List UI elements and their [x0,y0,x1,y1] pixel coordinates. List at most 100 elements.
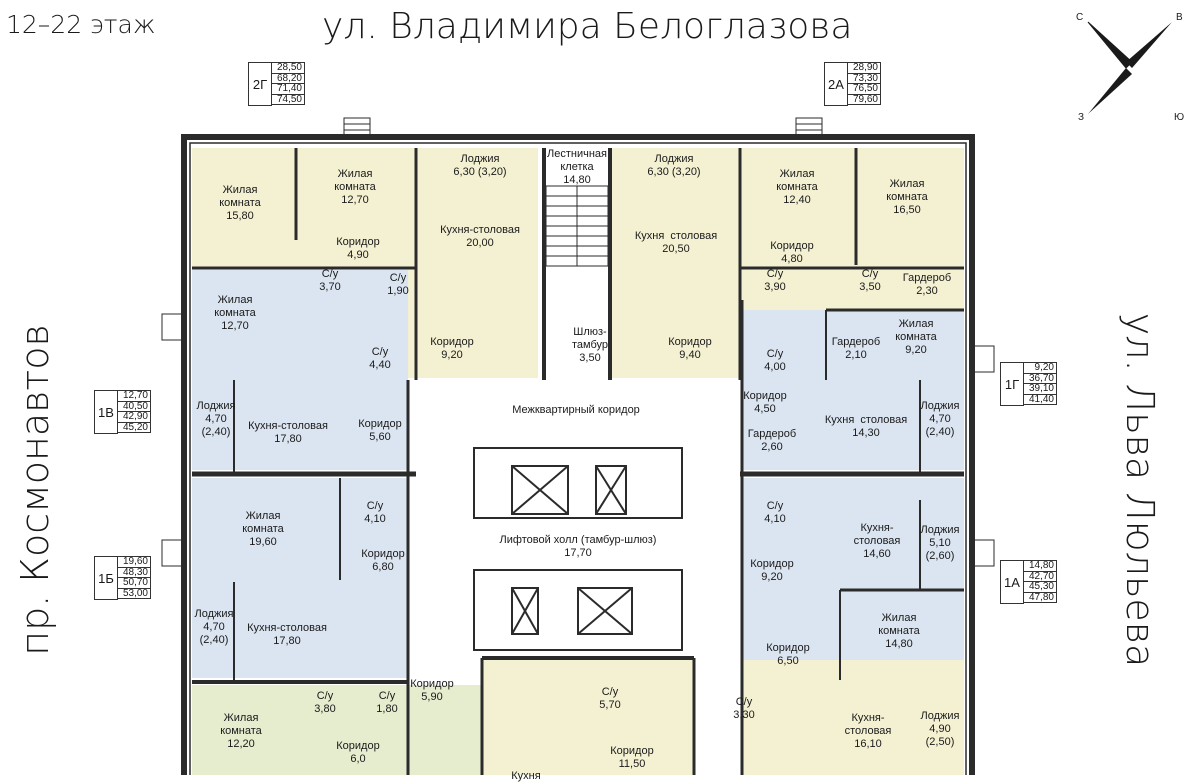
apartment-area: 45,20 [118,421,151,433]
facade-bays [161,117,995,567]
apartment-area: 48,30 [118,566,151,577]
room-name: Жилая комната [334,168,376,193]
compass-west: З [1078,112,1085,123]
zone-1v [192,270,408,470]
apartment-area: 42,90 [118,411,151,422]
room-name: Лоджия [920,400,960,412]
elevator-shafts [473,447,683,651]
floor-label: 12–22 этаж [6,10,156,39]
room-area: 4,80 [781,253,803,265]
room-name: Коридор [770,240,814,252]
room-name: Коридор [410,678,454,690]
room-area: 19,60 [249,536,277,548]
room-name: Лоджия [654,153,694,165]
room-name: Жилая комната [220,712,262,737]
apartment-area: 39,10 [1024,383,1057,394]
apartment-area: 42,70 [1024,570,1057,581]
staircase [545,185,609,267]
room-area: 5,90 [421,691,443,703]
room-area: 6,0 [350,753,366,765]
room-area: 15,80 [226,210,254,222]
room-area: 16,10 [854,738,882,750]
room-name: Лоджия [460,153,500,165]
room-area: 2,10 [845,349,867,361]
room-name: Кухня- столовая [844,712,892,737]
room-area: 5,10 (2,60) [925,537,955,562]
room-name: Жилая комната [214,294,256,319]
room-name: Гардероб [747,428,797,440]
room-name: С/у [316,690,334,702]
room-name: Лоджия [194,608,234,620]
apartment-area: 68,20 [272,72,305,83]
room-name: Коридор [750,558,794,570]
room-name: Лоджия [920,710,960,722]
apartment-area: 12,70 [118,390,151,401]
room-area: 3,50 [859,281,881,293]
zone-1b [192,478,408,678]
apartment-area: 9,20 [1024,362,1057,373]
room-name: Кухня столовая [824,414,908,426]
room-name: С/у [601,686,619,698]
zone-bottom-right [742,660,964,775]
room-area: 12,70 [341,194,369,206]
apartment-area: 28,90 [848,62,881,73]
apartment-area: 19,60 [118,556,151,567]
room-name: Гардероб [902,272,952,284]
zone-1g-upper [742,310,964,470]
compass-north: С [1076,12,1084,23]
apartment-code: 1Б [94,556,118,600]
zone-bottom-left [192,685,482,775]
room-name: С/у [321,268,339,280]
room-name: Жилая комната [242,510,284,535]
room-name: Межквартирный коридор [512,404,640,416]
apartment-code: 2А [824,62,848,106]
apartment-area: 14,80 [1024,560,1057,571]
apartment-area: 74,50 [272,93,305,105]
street-top-label: ул. Владимира Белоглазова [322,6,853,47]
room-area: 5,70 [599,699,621,711]
apartment-box-1a: 1А 14,80 42,70 45,30 47,80 [1000,560,1057,604]
room-name: С/у [766,500,784,512]
street-right-label: ул. Льва Люльева [1118,312,1162,668]
apartment-zones [192,148,964,775]
room-area: 3,80 [314,703,336,715]
room-name: Коридор [361,548,405,560]
room-label: Лифтовой холл (тамбур-шлюз)17,70 [500,534,657,560]
compass-east: В [1176,12,1183,23]
room-area: 9,20 [905,344,927,356]
zone-bottom-mid [482,660,694,775]
room-area: 17,80 [273,635,301,647]
apartment-code: 1А [1000,560,1024,604]
room-area: 12,20 [227,738,255,750]
apartment-area: 36,70 [1024,372,1057,383]
room-name: Лоджия [196,400,236,412]
room-area: 9,20 [441,349,463,361]
room-area: 2,30 [916,285,938,297]
room-area: 20,00 [466,237,494,249]
